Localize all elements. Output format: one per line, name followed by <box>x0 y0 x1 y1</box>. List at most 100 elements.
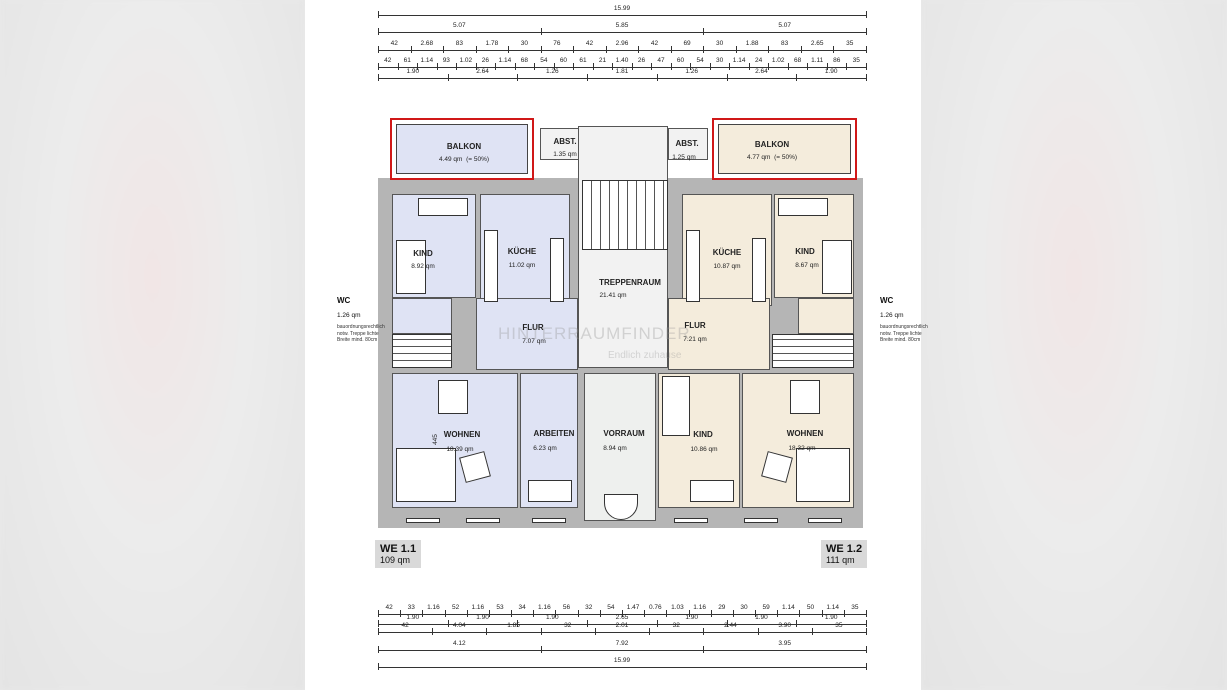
dim-top-row1-label: 5.85 <box>615 22 629 29</box>
dim-top-total-tick <box>866 11 867 18</box>
dim-top-row4-label: 2.64 <box>476 68 489 75</box>
dim-top-row4-label: 1.90 <box>406 68 420 75</box>
kind-bottom-right-name: KIND <box>693 430 713 439</box>
dim-top-row1-tick <box>378 28 379 35</box>
dim-bottom-row1-tick <box>622 610 623 617</box>
storage-left <box>540 128 580 160</box>
dim-top-total-label: 15.99 <box>613 5 631 12</box>
dim-bottom-row1-label: 1.14 <box>782 604 795 611</box>
dim-top-row2-tick <box>670 46 672 53</box>
dim-bottom-row3-tick <box>649 628 651 635</box>
dim-bottom-row1-tick <box>378 610 379 617</box>
wall-dimension-445: 445 <box>431 434 439 445</box>
dim-top-row3-tick <box>631 63 633 70</box>
dim-bottom-row1-tick <box>555 610 557 617</box>
dim-top-row3-label: 61 <box>579 57 587 64</box>
dim-bottom-row2-tick <box>517 620 519 627</box>
dim-bottom-row2-label: 1.90 <box>545 614 559 621</box>
dim-top-row3-tick <box>573 63 575 70</box>
vorraum-area: 8.94 qm <box>603 445 627 452</box>
dim-top-row3-label: 54 <box>540 57 548 64</box>
dim-bottom-row3-label: 42 <box>401 622 409 629</box>
storage-right-name: ABST. <box>675 139 699 148</box>
dim-top-row3-label: 93 <box>442 57 450 64</box>
unit-right-area: 111 qm <box>826 555 855 565</box>
dim-top-row1-tick <box>703 28 705 35</box>
kueche-left-area: 11.02 qm <box>508 262 536 269</box>
dim-bottom-row1-tick <box>400 610 402 617</box>
wc-left-area: 1.26 qm <box>337 312 361 319</box>
dim-top-row3-tick <box>612 63 614 70</box>
dim-bottom-row1-label: 32 <box>585 604 593 611</box>
blurred-background-right <box>921 0 1227 690</box>
dim-bottom-row1-tick <box>777 610 779 617</box>
wohnen-left-name: WOHNEN <box>443 430 481 439</box>
dim-top-row2-label: 42 <box>585 40 594 47</box>
dim-bottom-row1-label: 53 <box>496 604 504 611</box>
internal-stair-left <box>392 334 452 368</box>
main-stair-flight <box>582 180 668 250</box>
dim-top-row2-tick <box>800 46 802 53</box>
flur-right-name: FLUR <box>684 321 706 330</box>
dim-bottom-row1-label: 35 <box>851 604 859 611</box>
bed-top-left <box>396 240 426 294</box>
dim-top-row3-label: 1.14 <box>732 57 746 64</box>
room-flur-left <box>476 298 578 370</box>
dim-top-row3-label: 26 <box>637 57 646 64</box>
dim-top-row3-tick <box>866 63 867 70</box>
dim-bottom-row1-label: 30 <box>740 604 748 611</box>
dim-bottom-total-line <box>378 667 866 668</box>
dim-top-row1-label: 5.07 <box>453 22 466 29</box>
dim-bottom-row2-tick <box>866 620 867 627</box>
dim-bottom-row3-tick <box>703 628 705 635</box>
dim-top-row2-tick <box>443 46 445 53</box>
sofa-wohnen-right <box>796 448 850 502</box>
dim-top-row3-tick <box>378 63 379 70</box>
dim-top-row3-label: 68 <box>794 57 802 64</box>
kind-top-right-name: KIND <box>795 247 815 256</box>
kitchen-counter-left-2 <box>550 238 564 302</box>
dim-top-row3-tick <box>495 63 497 70</box>
dim-top-row4-line <box>378 78 866 79</box>
dim-top-row3-tick <box>729 63 731 70</box>
dim-bottom-row2-label: 1.90 <box>755 614 768 621</box>
dim-bottom-row4-tick <box>378 646 379 653</box>
dim-top-row2-label: 35 <box>846 40 854 47</box>
dim-top-row2-label: 42 <box>650 40 659 47</box>
dim-top-row3-label: 1.14 <box>498 57 512 64</box>
table-wohnen-right <box>790 380 820 414</box>
dim-top-row3-label: 47 <box>657 57 665 64</box>
dim-top-row2-label: 1.88 <box>745 40 759 47</box>
dim-bottom-row1-tick <box>666 610 668 617</box>
dim-top-row2-tick <box>735 46 737 53</box>
treppenraum-name: TREPPENRAUM <box>599 278 661 287</box>
dim-bottom-row2-line <box>378 624 866 625</box>
dim-top-row4-tick <box>866 74 867 81</box>
dim-top-row2-tick <box>378 46 379 53</box>
dim-bottom-row2-tick <box>796 620 798 627</box>
dim-top-row2-label: 42 <box>390 40 398 47</box>
dim-bottom-row1-label: 1.14 <box>826 604 840 611</box>
dim-top-row2-label: 69 <box>683 40 691 47</box>
dim-bottom-row1-tick <box>599 610 601 617</box>
dim-bottom-row1-label: 1.03 <box>671 604 684 611</box>
dim-bottom-row2-tick <box>726 620 728 627</box>
dim-top-row2-tick <box>866 46 867 53</box>
dim-top-row3-tick <box>592 63 594 70</box>
dim-top-row3-label: 54 <box>696 57 704 64</box>
desk-top-left <box>418 198 468 216</box>
dim-top-row3-tick <box>807 63 809 70</box>
wohnen-left-area: 18.39 qm <box>446 446 474 453</box>
dim-bottom-row1-label: 42 <box>385 604 393 611</box>
floor-plan: BALKON 4.49 qm (= 50%) BALKON 4.77 qm (=… <box>378 118 863 528</box>
dim-bottom-row1-label: 1.16 <box>693 604 706 611</box>
dim-top-row3-tick <box>397 63 399 70</box>
dim-top-row3-label: 60 <box>559 57 568 64</box>
dim-top-row3-tick <box>417 63 419 70</box>
kitchen-counter-left <box>484 230 498 302</box>
wc-right-title: WC <box>880 296 894 305</box>
room-flur-right <box>668 298 770 370</box>
kind-bottom-right-area: 10.86 qm <box>690 446 718 453</box>
dim-top-row3-label: 61 <box>403 57 411 64</box>
